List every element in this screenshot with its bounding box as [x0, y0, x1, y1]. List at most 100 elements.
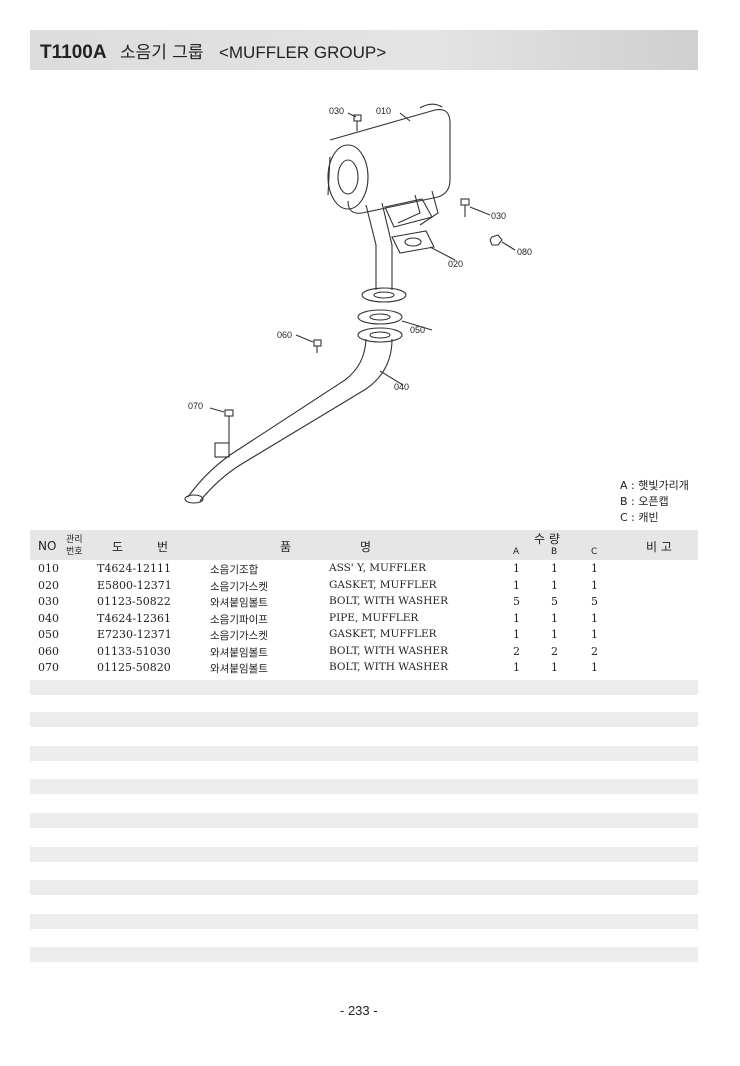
cell-qty-a: 1 — [513, 562, 520, 575]
cell-name-english: ASS' Y, MUFFLER — [329, 562, 426, 574]
empty-row-band — [30, 712, 698, 727]
cell-name-english: PIPE, MUFFLER — [329, 611, 419, 624]
callout-070: 070 — [188, 401, 203, 411]
group-title-english: <MUFFLER GROUP> — [218, 43, 387, 62]
cell-part-number: 01123-50822 — [97, 595, 171, 608]
callout-060: 060 — [277, 330, 292, 340]
callout-080: 080 — [517, 247, 532, 257]
cell-name-korean: 소음기파이프 — [210, 613, 268, 626]
cell-name-english: GASKET, MUFFLER — [329, 628, 437, 640]
cell-name-korean: 와셔붙임볼트 — [210, 646, 268, 659]
callout-040: 040 — [394, 382, 409, 392]
cell-qty-c: 5 — [591, 595, 598, 608]
table-row: 050 E7230-12371 소음기가스켓 GASKET, MUFFLER 1 1 1 — [30, 628, 698, 645]
title-bar: T1100A 소음기 그룹 <MUFFLER GROUP> — [30, 30, 698, 70]
cell-name-english: BOLT, WITH WASHER — [329, 644, 448, 657]
header-no: NO — [38, 539, 57, 553]
gasket-050 — [357, 309, 403, 325]
cell-part-number: 01133-51030 — [97, 644, 171, 658]
cell-no: 010 — [38, 562, 59, 575]
legend-item-a: A : 햇빛가리개 — [620, 479, 689, 492]
cell-name-korean: 와셔붙임볼트 — [210, 663, 268, 675]
empty-row-band — [30, 779, 698, 794]
nut-080 — [489, 234, 503, 246]
bolt-030-top — [353, 114, 362, 131]
callout-030-right: 030 — [491, 211, 506, 221]
cell-qty-b: 1 — [551, 578, 558, 592]
header-mgmt-1: 관리 — [66, 535, 83, 545]
cell-name-korean: 와셔붙임볼트 — [210, 597, 268, 609]
cell-qty-c: 1 — [591, 611, 598, 625]
callout-050: 050 — [410, 325, 425, 335]
cell-part-number: 01125-50820 — [97, 661, 171, 674]
cell-qty-a: 5 — [513, 595, 520, 608]
pipe-040 — [184, 338, 393, 504]
upper-flange — [384, 198, 433, 228]
legend-item-b: B : 오픈캡 — [620, 495, 669, 508]
cell-qty-a: 1 — [513, 611, 520, 625]
cell-qty-c: 1 — [591, 661, 598, 674]
cell-name-english: GASKET, MUFFLER — [329, 578, 437, 591]
bolt-030-right — [460, 198, 470, 217]
empty-row-band — [30, 746, 698, 761]
cell-qty-a: 1 — [513, 628, 520, 641]
table-row: 020 E5800-12371 소음기가스켓 GASKET, MUFFLER 1 1 1 — [30, 579, 698, 596]
cell-qty-a: 1 — [513, 578, 520, 592]
cell-qty-c: 1 — [591, 628, 598, 641]
cell-qty-a: 2 — [513, 644, 520, 658]
cell-part-number: E5800-12371 — [97, 578, 172, 592]
page-title: T1100A 소음기 그룹 <MUFFLER GROUP> — [40, 38, 386, 64]
page-number: - 233 - — [340, 1003, 378, 1018]
cell-qty-c: 1 — [591, 562, 598, 575]
cell-part-number: E7230-12371 — [97, 628, 172, 641]
table-row: 030 01123-50822 와셔붙임볼트 BOLT, WITH WASHER 5 5 5 — [30, 595, 698, 612]
header-qty-a: A — [513, 547, 520, 557]
cell-no: 050 — [38, 628, 59, 641]
callout-010: 010 — [376, 106, 391, 116]
cell-qty-b: 1 — [551, 661, 558, 674]
empty-row-band — [30, 947, 698, 962]
empty-row-band — [30, 680, 698, 695]
cell-no: 030 — [38, 595, 59, 608]
muffler-exploded-diagram: 030 010 030 080 020 050 060 040 070 — [184, 103, 532, 504]
cell-name-english: BOLT, WITH WASHER — [329, 595, 448, 607]
flange-lower — [357, 327, 403, 343]
cell-part-number: T4624-12111 — [97, 562, 172, 575]
group-title-korean: 소음기 그룹 — [119, 43, 204, 63]
header-part-1: 도 — [112, 540, 124, 554]
header-part-2: 번 — [157, 540, 169, 554]
legend-item-c: C : 캐빈 — [620, 511, 659, 524]
empty-row-band — [30, 914, 698, 929]
bolt-070 — [224, 409, 234, 443]
gasket-020 — [391, 230, 435, 254]
bolt-060 — [313, 339, 322, 353]
cell-no: 020 — [38, 578, 59, 592]
muffler-body — [327, 103, 451, 214]
header-qty: 수 량 — [534, 532, 560, 546]
cell-part-number: T4624-12361 — [97, 611, 172, 625]
callout-020: 020 — [448, 259, 463, 269]
empty-row-band — [30, 847, 698, 862]
cell-name-korean: 소음기가스켓 — [210, 630, 268, 642]
cell-qty-b: 5 — [551, 595, 558, 608]
cell-qty-a: 1 — [513, 661, 520, 674]
cell-qty-c: 1 — [591, 578, 598, 592]
header-remarks: 비 고 — [646, 540, 672, 554]
header-name-1: 품 — [280, 540, 292, 554]
flange-upper — [361, 287, 407, 303]
pipe-bracket — [214, 442, 230, 458]
empty-row-band — [30, 880, 698, 895]
cell-qty-b: 1 — [551, 611, 558, 625]
cabin-type-legend: A : 햇빛가리개 B : 오픈캡 C : 캐빈 — [620, 478, 689, 526]
cell-qty-b: 1 — [551, 562, 558, 575]
cell-qty-b: 1 — [551, 628, 558, 641]
cell-name-korean: 소음기가스켓 — [210, 580, 268, 593]
cell-no: 070 — [38, 661, 59, 674]
header-name-2: 명 — [360, 540, 372, 554]
cell-no: 060 — [38, 644, 59, 658]
